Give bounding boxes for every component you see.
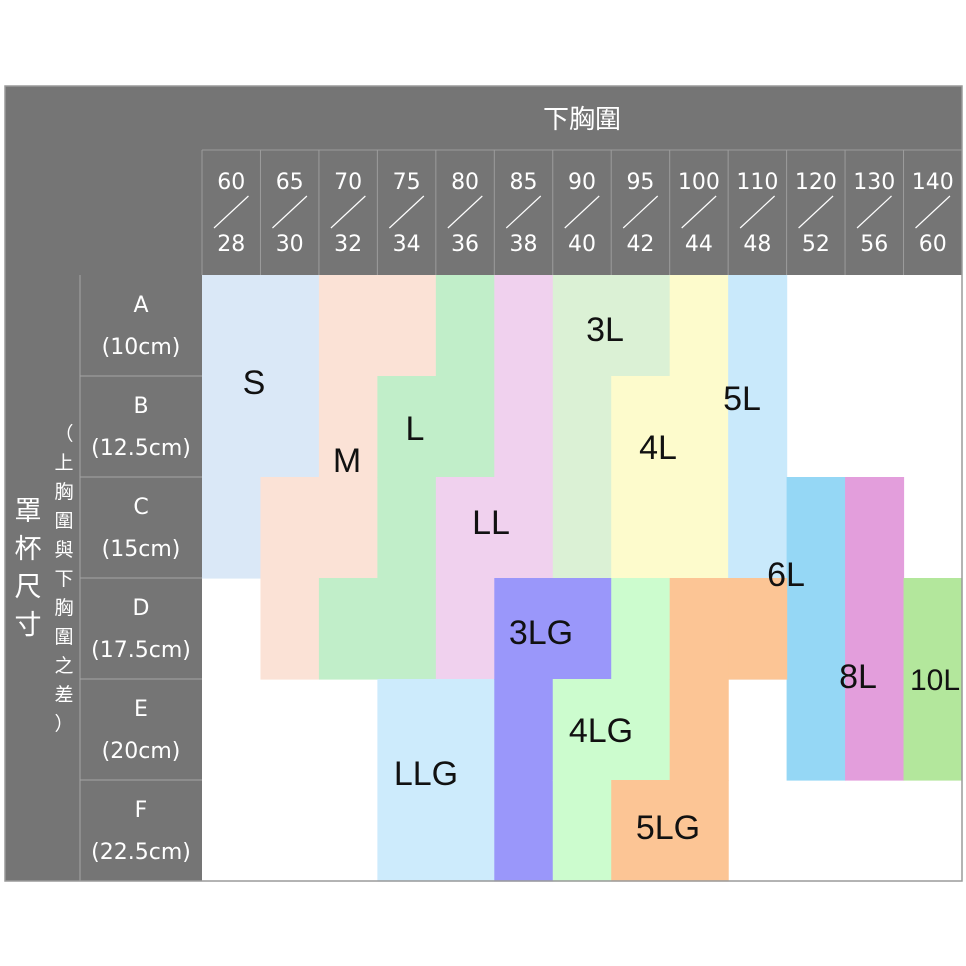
size-label-5lg: 5LG [636, 809, 700, 847]
underbust-value-bottom: 38 [510, 232, 538, 257]
underbust-title: 下胸圍 [543, 105, 621, 135]
underbust-value-top: 80 [451, 170, 479, 195]
cup-row-E: E (20cm) [80, 678, 202, 764]
cup-difference: (12.5cm) [91, 436, 191, 461]
underbust-value-top: 100 [678, 170, 720, 195]
underbust-value-bottom: 60 [919, 232, 947, 257]
underbust-value-bottom: 56 [860, 232, 888, 257]
underbust-column-120: 120 52 [786, 150, 837, 275]
underbust-value-top: 70 [334, 170, 362, 195]
size-label-10l: 10L [910, 664, 960, 697]
size-region-m [260, 275, 437, 680]
underbust-value-top: 95 [626, 170, 654, 195]
size-label-4l: 4L [639, 429, 677, 467]
underbust-value-bottom: 28 [217, 232, 245, 257]
cup-row-A: A (10cm) [102, 293, 181, 360]
underbust-column-110: 110 48 [727, 150, 778, 275]
size-label-6l: 6L [767, 556, 805, 594]
underbust-column-95: 95 42 [610, 150, 659, 275]
size-region-10l [903, 578, 963, 781]
cup-row-headers: A (10cm) B (12.5cm) C (15cm) D (17.5cm) E (20cm) F… [79, 275, 202, 881]
size-region-6l [786, 477, 846, 781]
size-label-m: M [333, 442, 361, 480]
size-label-4lg: 4LG [569, 712, 633, 750]
underbust-column-65: 65 30 [259, 150, 308, 275]
size-region-3lg [494, 578, 612, 882]
underbust-value-top: 130 [853, 170, 895, 195]
underbust-column-75: 75 34 [376, 150, 425, 275]
svg-text:罩杯尺寸: 罩杯尺寸 [15, 496, 42, 641]
size-label-s: S [243, 364, 266, 402]
cup-difference: (15cm) [102, 537, 181, 562]
underbust-value-bottom: 30 [276, 232, 304, 257]
underbust-value-bottom: 44 [685, 232, 713, 257]
size-label-llg: LLG [394, 755, 458, 793]
underbust-value-top: 85 [510, 170, 538, 195]
cup-row-D: D (17.5cm) [80, 577, 202, 663]
corner-header-bg [5, 86, 202, 275]
underbust-value-bottom: 34 [393, 232, 421, 257]
cup-difference: (17.5cm) [91, 638, 191, 663]
underbust-column-headers: 60 28 65 30 70 32 75 34 80 36 85 38 90 40 95 42 100 44 110… [201, 149, 962, 275]
cup-row-B: B (12.5cm) [80, 375, 202, 461]
svg-text:（上胸圍與下胸圍之差）: （上胸圍與下胸圍之差） [54, 423, 73, 735]
underbust-value-top: 90 [568, 170, 596, 195]
cup-letter: B [133, 394, 148, 419]
cup-row-F: F (22.5cm) [80, 779, 202, 865]
size-region-ll [435, 275, 554, 680]
underbust-column-100: 100 44 [669, 150, 720, 275]
cup-title: 罩杯尺寸 [15, 496, 42, 641]
size-region-4lg [552, 578, 671, 882]
size-label-8l: 8L [839, 658, 877, 696]
underbust-column-80: 80 36 [435, 150, 483, 275]
underbust-value-top: 75 [393, 170, 421, 195]
cup-difference: (22.5cm) [91, 840, 191, 865]
size-label-5l: 5L [723, 380, 761, 418]
cup-title-bg [5, 275, 80, 881]
cup-row-C: C (15cm) [80, 476, 202, 562]
size-region-llg [377, 679, 495, 882]
cup-letter: C [133, 495, 148, 520]
cup-letter: A [133, 293, 148, 318]
underbust-value-top: 140 [912, 170, 954, 195]
underbust-value-bottom: 40 [568, 232, 596, 257]
underbust-column-85: 85 38 [493, 150, 542, 275]
cup-letter: E [134, 697, 148, 722]
size-label-l: L [406, 410, 425, 448]
cup-difference: (10cm) [102, 335, 181, 360]
underbust-header-bg [202, 86, 962, 275]
size-region-8l [845, 477, 905, 781]
size-region-3l [552, 275, 671, 579]
underbust-value-bottom: 36 [451, 232, 479, 257]
size-region-5lg [611, 578, 788, 882]
underbust-column-140: 140 60 [903, 150, 954, 275]
cup-subtitle: （上胸圍與下胸圍之差） [54, 423, 73, 735]
size-region-l [318, 275, 495, 680]
underbust-value-top: 120 [795, 170, 837, 195]
size-regions [202, 275, 963, 882]
underbust-value-bottom: 32 [334, 232, 362, 257]
underbust-value-top: 110 [736, 170, 778, 195]
size-label-ll: LL [472, 504, 510, 542]
underbust-column-60: 60 28 [201, 150, 249, 275]
size-label-3l: 3L [586, 311, 624, 349]
cup-letter: D [133, 596, 150, 621]
underbust-column-90: 90 40 [552, 150, 600, 275]
underbust-value-bottom: 48 [743, 232, 771, 257]
size-region-4l [611, 275, 729, 579]
underbust-value-bottom: 42 [626, 232, 654, 257]
underbust-value-bottom: 52 [802, 232, 830, 257]
underbust-column-70: 70 32 [318, 150, 366, 275]
underbust-value-top: 65 [276, 170, 304, 195]
cup-difference: (20cm) [102, 739, 181, 764]
size-label-3lg: 3LG [509, 614, 573, 652]
cup-letter: F [135, 798, 148, 823]
underbust-value-top: 60 [217, 170, 245, 195]
underbust-column-130: 130 56 [844, 150, 895, 275]
table-border [4, 85, 963, 882]
